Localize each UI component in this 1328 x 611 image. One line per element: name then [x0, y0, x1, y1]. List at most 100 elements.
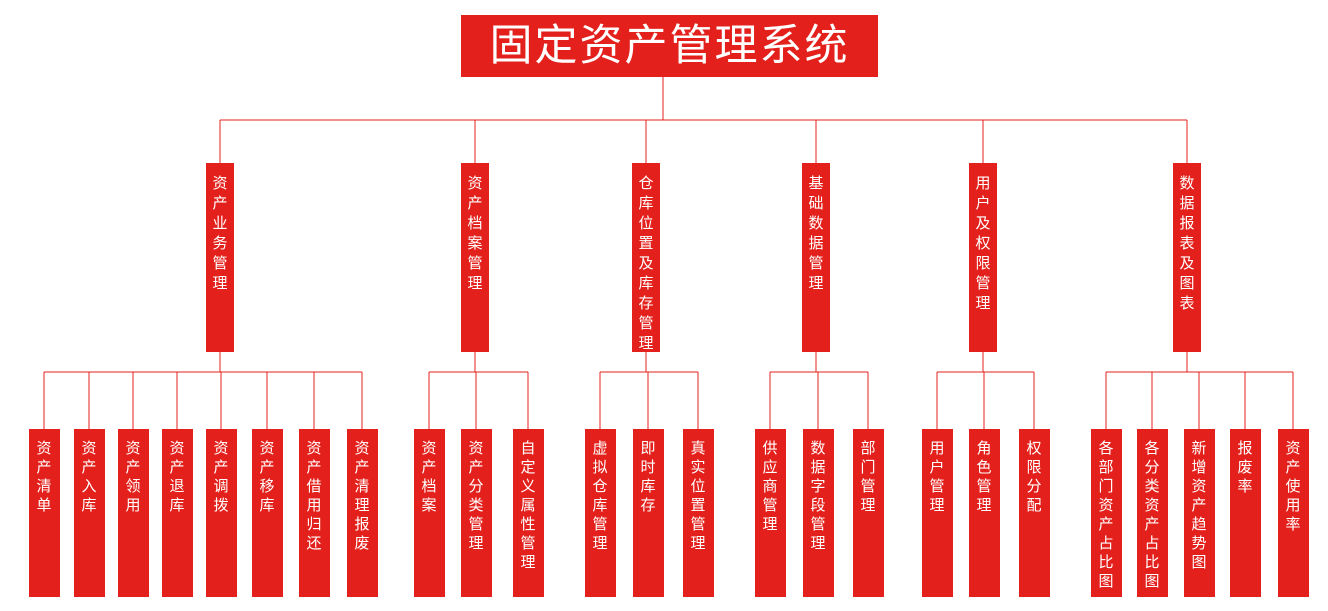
category-node-char: 数 [808, 214, 824, 232]
category-node-char: 管 [638, 314, 654, 332]
category-node-char: 产 [467, 194, 483, 212]
leaf-node-char: 资 [468, 439, 484, 457]
category-node-char: 基 [808, 174, 824, 192]
leaf-node-char: 产 [169, 458, 185, 476]
leaf-node-char: 拟 [592, 458, 608, 476]
leaf-node-char: 库 [259, 496, 275, 514]
leaf-node-char: 废 [354, 534, 370, 552]
root-title: 固定资产管理系统 [461, 15, 878, 77]
leaf-node-char: 案 [421, 496, 437, 514]
category-node-char: 置 [638, 234, 654, 252]
leaf-node-char: 理 [762, 515, 778, 533]
leaf-node-char: 库 [592, 496, 608, 514]
category-node-char: 档 [467, 214, 483, 232]
leaf-node-char: 分 [1026, 477, 1042, 495]
leaf-node-char: 比 [1144, 553, 1160, 571]
leaf-node-char: 应 [762, 458, 778, 476]
leaf-node-char: 理 [468, 534, 484, 552]
leaf-node-char: 势 [1191, 534, 1207, 552]
category-node-char: 管 [975, 274, 991, 292]
leaf-node-char: 资 [81, 439, 97, 457]
leaf-node: 真实位置管理 [682, 429, 714, 597]
leaf-node-char: 图 [1144, 572, 1160, 590]
leaf-node: 新增资产趋势图 [1183, 429, 1215, 597]
leaf-node-char: 产 [1191, 496, 1207, 514]
category-node-char: 用 [975, 174, 991, 192]
category-node-char: 图 [1179, 274, 1195, 292]
leaf-node: 数据字段管理 [802, 429, 834, 597]
category-node-char: 管 [212, 254, 228, 272]
category-node: 用户及权限管理 [969, 163, 997, 352]
category-node-char: 务 [212, 234, 228, 252]
leaf-node-char: 用 [1285, 496, 1301, 514]
leaf-node-char: 分 [468, 477, 484, 495]
leaf-node-char: 实 [690, 458, 706, 476]
leaf-node-char: 管 [592, 515, 608, 533]
category-node-char: 及 [975, 214, 991, 232]
leaf-node-char: 属 [520, 496, 536, 514]
category-node: 仓库位置及库存管理 [632, 163, 660, 352]
leaf-node: 各分类资产占比图 [1136, 429, 1168, 597]
leaf-node-char: 门 [860, 458, 876, 476]
leaf-node-char: 理 [860, 496, 876, 514]
leaf-node-char: 理 [976, 496, 992, 514]
category-node-char: 资 [212, 174, 228, 192]
leaf-node-char: 使 [1285, 477, 1301, 495]
leaf-node: 资产领用 [117, 429, 149, 597]
leaf-node-char: 真 [690, 439, 706, 457]
category-node-char: 理 [467, 274, 483, 292]
leaf-node: 即时库存 [632, 429, 664, 597]
leaf-node-char: 产 [421, 458, 437, 476]
category-node-char: 及 [638, 254, 654, 272]
category-node-char: 据 [808, 234, 824, 252]
leaf-node-char: 资 [1144, 496, 1160, 514]
leaf-node: 资产借用归还 [298, 429, 330, 597]
leaf-node: 部门管理 [852, 429, 884, 597]
leaf-node-char: 资 [169, 439, 185, 457]
leaf-node-char: 率 [1237, 477, 1253, 495]
leaf-node-char: 比 [1098, 553, 1114, 571]
leaf-node-char: 资 [306, 439, 322, 457]
category-node-char: 存 [638, 294, 654, 312]
leaf-node-char: 库 [81, 496, 97, 514]
category-node: 资产档案管理 [461, 163, 489, 352]
leaf-node-char: 理 [690, 534, 706, 552]
leaf-node-char: 理 [354, 496, 370, 514]
leaf-node-char: 产 [125, 458, 141, 476]
leaf-node-char: 时 [640, 458, 656, 476]
category-node-char: 限 [975, 254, 991, 272]
leaf-node-char: 报 [1237, 439, 1253, 457]
leaf-node-char: 角 [976, 439, 992, 457]
leaf-node-char: 产 [306, 458, 322, 476]
leaf-node-char: 商 [762, 477, 778, 495]
leaf-node-char: 还 [306, 534, 322, 552]
leaf-node-char: 资 [1098, 496, 1114, 514]
category-node-char: 理 [975, 294, 991, 312]
leaf-node-char: 用 [125, 496, 141, 514]
category-node-char: 表 [1179, 294, 1195, 312]
leaf-node: 资产清单 [28, 429, 60, 597]
leaf-node-char: 据 [810, 458, 826, 476]
leaf-node-char: 仓 [592, 477, 608, 495]
leaf-node-char: 用 [306, 496, 322, 514]
leaf-node: 供应商管理 [754, 429, 786, 597]
category-node: 资产业务管理 [206, 163, 234, 352]
leaf-node-char: 理 [810, 534, 826, 552]
category-node-char: 产 [212, 194, 228, 212]
category-node-char: 础 [808, 194, 824, 212]
leaf-node-char: 义 [520, 477, 536, 495]
category-node-char: 管 [808, 254, 824, 272]
leaf-node-char: 调 [213, 477, 229, 495]
leaf-node-char: 限 [1026, 458, 1042, 476]
leaf-node-char: 产 [36, 458, 52, 476]
leaf-node: 自定义属性管理 [512, 429, 544, 597]
leaf-node-char: 图 [1191, 553, 1207, 571]
leaf-node-char: 资 [213, 439, 229, 457]
leaf-node-char: 占 [1098, 534, 1114, 552]
leaf-node-char: 管 [520, 534, 536, 552]
category-node-char: 报 [1179, 214, 1195, 232]
leaf-node-char: 色 [976, 458, 992, 476]
leaf-node-char: 管 [810, 515, 826, 533]
leaf-node-char: 移 [259, 477, 275, 495]
